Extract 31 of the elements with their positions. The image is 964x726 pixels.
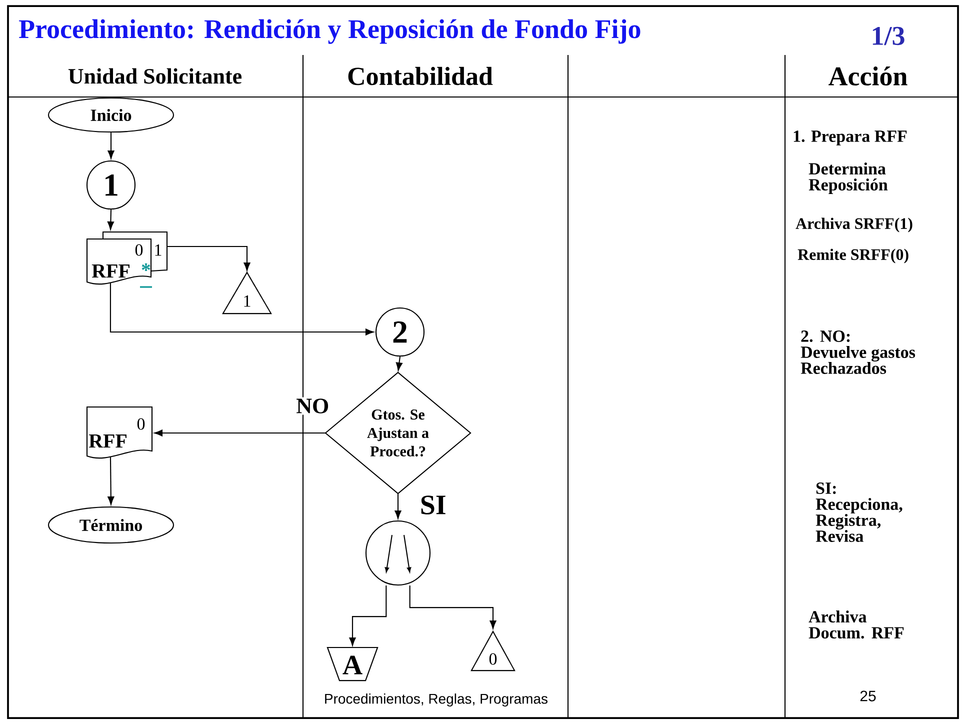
arrow — [409, 586, 496, 629]
title: Procedimiento: Rendición y Reposición de Fondo Fijo — [19, 19, 640, 44]
page-number: 25 — [860, 690, 876, 702]
arrow — [107, 210, 114, 230]
action-text: SI: Recepciona, Registra, Revisa — [816, 482, 902, 542]
arrow — [108, 132, 114, 159]
file-triangle: 1 — [222, 271, 272, 314]
edge-label: NO — [294, 397, 330, 415]
arrow — [396, 356, 402, 371]
file-triangle: 0 — [470, 630, 516, 672]
archive-trapezoid: A — [326, 646, 378, 682]
split-circle — [365, 520, 431, 586]
column-header: Acción — [828, 66, 908, 86]
arrow — [168, 246, 250, 271]
arrow — [108, 456, 114, 505]
action-text: Archiva SRFF(1) — [796, 218, 912, 232]
terminal-oval: Término — [48, 506, 174, 544]
arrow — [394, 494, 402, 519]
action-text: Archiva Docum. RFF — [808, 610, 904, 639]
action-text: Determina Reposición — [808, 162, 888, 194]
terminal-oval: Inicio — [48, 97, 174, 133]
action-text: 2. NO: Devuelve gastos Rechazados — [800, 330, 916, 374]
action-text: Remite SRFF(0) — [798, 248, 908, 264]
column-header: Contabilidad — [348, 66, 493, 86]
footer-text: Procedimientos, Reglas, Programas — [325, 693, 548, 707]
arrow — [110, 282, 374, 336]
arrow — [154, 430, 326, 436]
arrow — [349, 586, 387, 646]
edge-label: SI — [418, 494, 448, 516]
action-text: 1. Prepara RFF — [794, 130, 907, 146]
page-number: 1/3 — [872, 26, 904, 46]
